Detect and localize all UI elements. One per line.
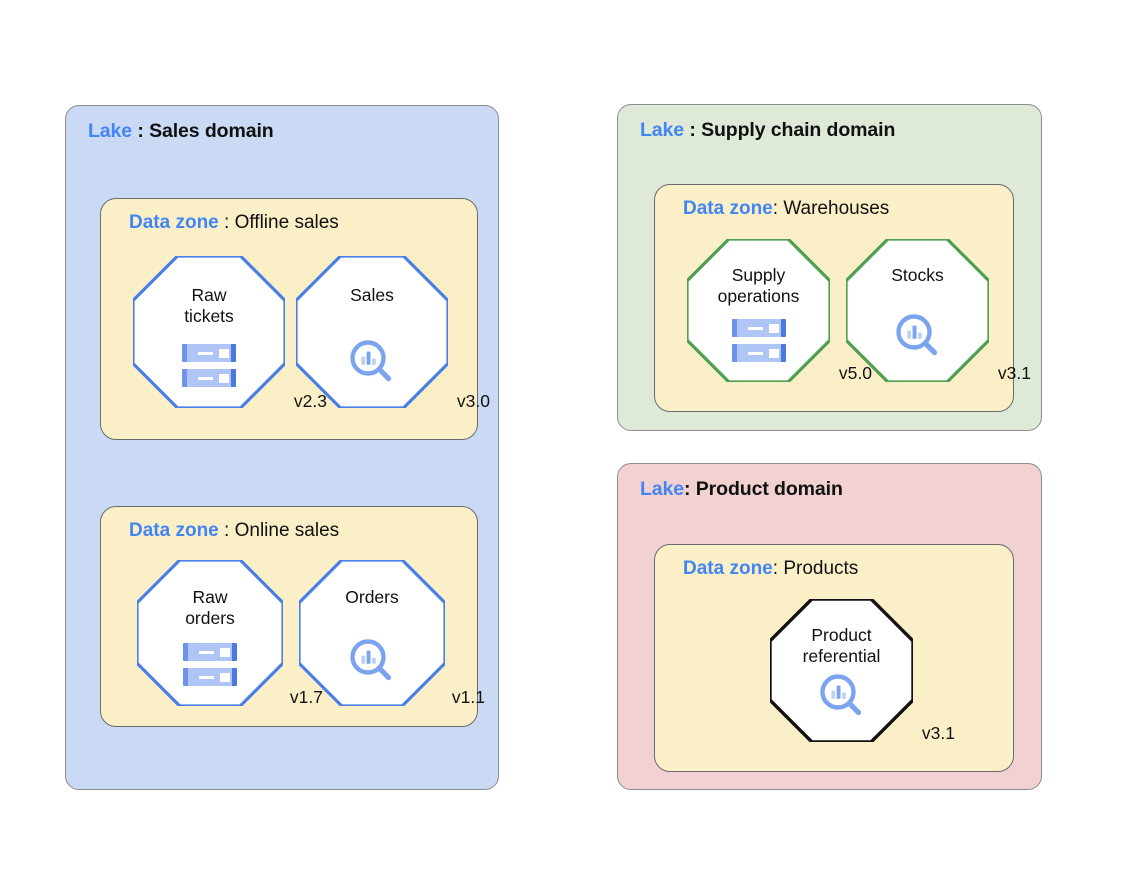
data-product-stocks[interactable]: Stocks v3.1 [846, 239, 1031, 383]
lake-separator: : [132, 120, 150, 142]
data-product-version: v3.0 [456, 391, 490, 411]
lake-supply-chain-domain-title: Lake : Supply chain domain [640, 119, 895, 142]
data-zone-name: Offline sales [234, 212, 339, 233]
search-chart-icon [894, 312, 942, 360]
data-zone-warehouses-title: Data zone: Warehouses [683, 198, 889, 220]
data-product-label: Sales [350, 285, 394, 305]
data-product-label: Stocks [891, 265, 944, 285]
octagon-shape [687, 239, 830, 382]
lake-name: Product domain [695, 478, 843, 500]
data-product-version: v1.1 [451, 687, 485, 707]
lake-keyword: Lake [88, 120, 133, 142]
data-zone-separator: : [218, 520, 235, 541]
octagon-shape [770, 599, 913, 742]
data-product-version: v3.1 [921, 723, 955, 743]
lake-name: Sales domain [149, 120, 274, 142]
data-zone-separator: : [772, 558, 784, 579]
data-product-raw-tickets[interactable]: Raw tickets v2.3 [133, 256, 327, 411]
data-zone-online-sales-title: Data zone : Online sales [129, 520, 339, 542]
data-zone-separator: : [772, 198, 784, 219]
data-product-version: v2.3 [293, 391, 327, 411]
search-chart-icon [348, 637, 396, 685]
lake-product-domain-title: Lake: Product domain [640, 478, 843, 501]
data-product-version: v3.1 [997, 363, 1031, 383]
data-product-label: Supply operations [717, 265, 800, 306]
data-product-label: Product referential [802, 625, 881, 666]
octagon-shape [137, 560, 283, 706]
lake-product-domain[interactable]: Lake: Product domain Data zone: Products… [617, 463, 1042, 790]
server-icon [182, 344, 236, 388]
search-chart-icon [348, 338, 396, 386]
data-product-product-referential[interactable]: Product referential v3.1 [770, 599, 955, 743]
lake-keyword: Lake [640, 119, 685, 141]
data-zone-name: Products [783, 558, 859, 579]
lake-sales-domain-title: Lake : Sales domain [88, 120, 274, 143]
data-product-label: Raw tickets [184, 285, 234, 326]
data-product-supply-operations[interactable]: Supply operations v5.0 [687, 239, 872, 383]
data-product-label: Orders [345, 587, 399, 607]
data-product-version: v5.0 [838, 363, 872, 383]
data-zone-products[interactable]: Data zone: Products Product referential [654, 544, 1014, 772]
data-zone-name: Warehouses [783, 198, 890, 219]
data-zone-name: Online sales [234, 520, 340, 541]
data-zone-offline-sales-title: Data zone : Offline sales [129, 212, 339, 234]
data-product-raw-orders[interactable]: Raw orders v1.7 [137, 560, 323, 707]
server-icon [731, 319, 786, 363]
server-icon [183, 643, 237, 687]
data-product-label: Raw orders [185, 587, 235, 628]
lake-sales-domain[interactable]: Lake : Sales domain Data zone : Offline … [65, 105, 499, 790]
data-zone-keyword: Data zone [129, 212, 219, 233]
data-zone-warehouses[interactable]: Data zone: Warehouses Supply operations … [654, 184, 1031, 412]
data-zone-separator: : [218, 212, 235, 233]
lake-separator: : [684, 478, 696, 500]
data-product-version: v1.7 [289, 687, 323, 707]
data-zone-online-sales[interactable]: Data zone : Online sales Raw orders v1.7 [100, 506, 485, 727]
data-zone-keyword: Data zone [683, 558, 773, 579]
lake-name: Supply chain domain [701, 119, 896, 141]
lake-supply-chain-domain[interactable]: Lake : Supply chain domain Data zone: Wa… [617, 104, 1042, 431]
octagon-shape [133, 256, 285, 408]
lake-keyword: Lake [640, 478, 685, 500]
data-zone-keyword: Data zone [129, 520, 219, 541]
data-zone-offline-sales[interactable]: Data zone : Offline sales Raw tickets v2… [100, 198, 490, 440]
data-zone-products-title: Data zone: Products [683, 558, 858, 580]
data-zone-keyword: Data zone [683, 198, 773, 219]
octagon-shape [299, 560, 445, 706]
data-product-sales[interactable]: Sales v3.0 [296, 256, 490, 411]
octagon-shape [846, 239, 989, 382]
search-chart-icon [818, 672, 866, 720]
data-product-orders[interactable]: Orders v1.1 [299, 560, 485, 707]
lake-separator: : [684, 119, 702, 141]
octagon-shape [296, 256, 448, 408]
